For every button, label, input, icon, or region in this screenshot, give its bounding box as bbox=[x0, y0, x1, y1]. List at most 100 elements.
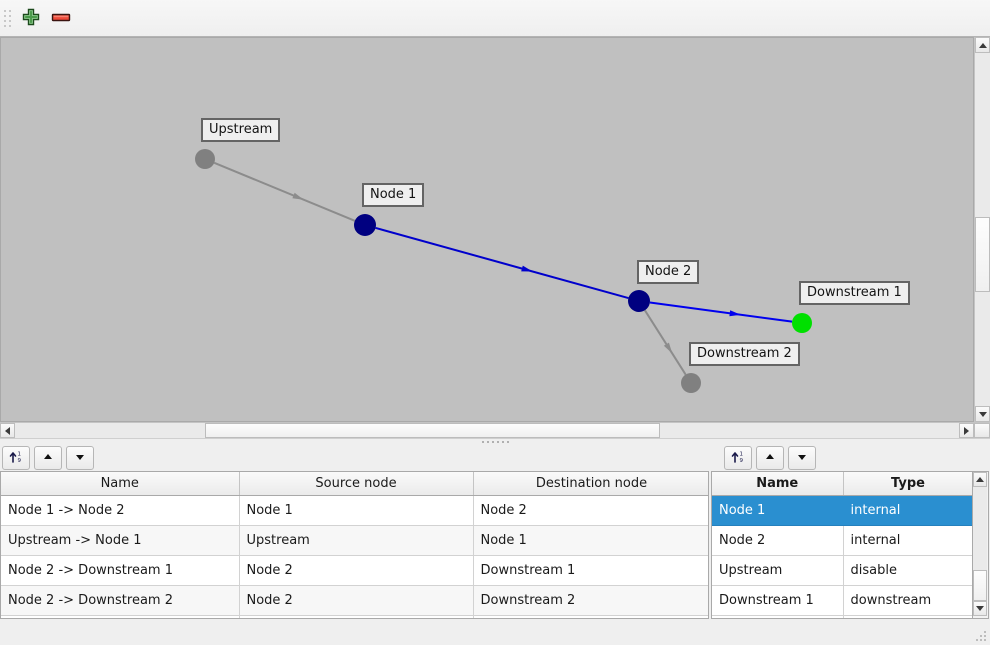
graph-hscroll-left-button[interactable] bbox=[0, 423, 15, 438]
edges-col-header-0[interactable]: Name bbox=[1, 472, 240, 496]
edges-cell-2[interactable]: Node 1 bbox=[473, 525, 708, 556]
panel-splitter[interactable] bbox=[0, 438, 990, 445]
graph-hscroll-right-button[interactable] bbox=[959, 423, 974, 438]
svg-text:9: 9 bbox=[18, 458, 22, 464]
graph-vscroll-thumb[interactable] bbox=[975, 217, 990, 292]
nodes-col-header-0[interactable]: Name bbox=[712, 472, 844, 496]
edges-cell-1[interactable]: Node 2 bbox=[239, 555, 474, 586]
arrow-up-icon bbox=[976, 477, 984, 482]
nodes-cell-0[interactable]: Downstream 1 bbox=[712, 585, 844, 616]
nodes-sort-button[interactable]: 1 9 bbox=[724, 446, 752, 470]
edges-toolbar: 1 9 bbox=[0, 445, 710, 471]
nodes-cell-0[interactable]: Node 2 bbox=[712, 525, 844, 556]
edges-move-down-button[interactable] bbox=[66, 446, 94, 470]
edges-cell-1[interactable]: Upstream bbox=[239, 525, 474, 556]
edges-cell-2[interactable]: Downstream 1 bbox=[473, 555, 708, 586]
graph-edge[interactable] bbox=[644, 309, 687, 376]
edges-cell-0[interactable]: Node 1 -> Node 2 bbox=[1, 495, 240, 526]
arrow-down-icon bbox=[978, 411, 987, 417]
toolbar-drag-grip[interactable] bbox=[3, 7, 12, 29]
window-resize-grip[interactable] bbox=[976, 631, 988, 643]
graph-edge-arrowhead bbox=[292, 192, 304, 200]
edges-cell-1[interactable]: Node 2 bbox=[239, 585, 474, 616]
edges-col-header-1[interactable]: Source node bbox=[239, 472, 474, 496]
nodes-cell-0[interactable]: Upstream bbox=[712, 555, 844, 586]
graph-node-label-upstream[interactable]: Upstream bbox=[201, 118, 281, 142]
edges-sort-button[interactable]: 1 9 bbox=[2, 446, 30, 470]
graph-vertical-scrollbar[interactable] bbox=[974, 37, 990, 422]
nodes-toolbar: 1 9 bbox=[711, 445, 990, 471]
graph-edge[interactable] bbox=[649, 301, 793, 323]
graph-edge-arrowhead bbox=[729, 310, 741, 317]
graph-horizontal-scrollbar[interactable] bbox=[0, 422, 990, 438]
nodes-vscroll-up-button[interactable] bbox=[973, 472, 987, 487]
graph-node-label-downstream1[interactable]: Downstream 1 bbox=[799, 281, 910, 305]
nodes-col-header-1[interactable]: Type bbox=[843, 472, 972, 496]
edges-table-empty-row bbox=[1, 615, 708, 618]
nodes-cell-1[interactable]: downstream bbox=[843, 585, 972, 616]
graph-node-label-node1[interactable]: Node 1 bbox=[362, 183, 425, 207]
remove-button[interactable] bbox=[46, 4, 76, 32]
graph-hscroll-thumb[interactable] bbox=[205, 423, 660, 438]
green-plus-icon bbox=[21, 7, 41, 30]
graph-edge[interactable] bbox=[375, 226, 629, 300]
nodes-cell-1[interactable]: internal bbox=[843, 495, 972, 526]
graph-node-node2[interactable] bbox=[628, 290, 650, 312]
add-button[interactable] bbox=[16, 4, 46, 32]
nodes-empty-cell bbox=[712, 615, 844, 618]
edges-cell-0[interactable]: Node 2 -> Downstream 2 bbox=[1, 585, 240, 616]
nodes-table-empty-row bbox=[712, 615, 972, 618]
nodes-cell-0[interactable]: Node 1 bbox=[712, 495, 844, 526]
sort-ascending-icon: 1 9 bbox=[730, 449, 746, 468]
arrow-up-icon bbox=[978, 42, 987, 48]
edges-cell-0[interactable]: Node 2 -> Downstream 1 bbox=[1, 555, 240, 586]
edges-cell-0[interactable]: Upstream -> Node 1 bbox=[1, 525, 240, 556]
graph-drawing bbox=[195, 149, 812, 393]
edges-cell-1[interactable]: Node 1 bbox=[239, 495, 474, 526]
edges-empty-cell bbox=[239, 615, 474, 618]
nodes-cell-1[interactable]: internal bbox=[843, 525, 972, 556]
nodes-vscroll-down-button[interactable] bbox=[973, 601, 987, 616]
graph-edge[interactable] bbox=[213, 161, 356, 222]
nodes-vscroll-thumb[interactable] bbox=[973, 570, 987, 601]
sort-ascending-icon: 1 9 bbox=[8, 449, 24, 468]
nodes-cell-1[interactable]: disable bbox=[843, 555, 972, 586]
nodes-vertical-scrollbar[interactable] bbox=[973, 471, 989, 619]
edges-move-up-button[interactable] bbox=[34, 446, 62, 470]
arrow-down-icon bbox=[976, 606, 984, 611]
graph-node-downstream2[interactable] bbox=[681, 373, 701, 393]
nodes-empty-cell bbox=[843, 615, 972, 618]
edges-cell-2[interactable]: Downstream 2 bbox=[473, 585, 708, 616]
graph-node-downstream1[interactable] bbox=[792, 313, 812, 333]
edges-cell-2[interactable]: Node 2 bbox=[473, 495, 708, 526]
nodes-move-up-button[interactable] bbox=[756, 446, 784, 470]
graph-vscroll-down-button[interactable] bbox=[975, 406, 990, 422]
graph-node-label-node2[interactable]: Node 2 bbox=[637, 260, 700, 284]
graph-node-node1[interactable] bbox=[354, 214, 376, 236]
graph-node-upstream[interactable] bbox=[195, 149, 215, 169]
nodes-move-down-button[interactable] bbox=[788, 446, 816, 470]
graph-node-label-downstream2[interactable]: Downstream 2 bbox=[689, 342, 800, 366]
status-bar bbox=[0, 620, 990, 645]
graph-vscroll-up-button[interactable] bbox=[975, 37, 990, 53]
edges-col-header-2[interactable]: Destination node bbox=[473, 472, 708, 496]
